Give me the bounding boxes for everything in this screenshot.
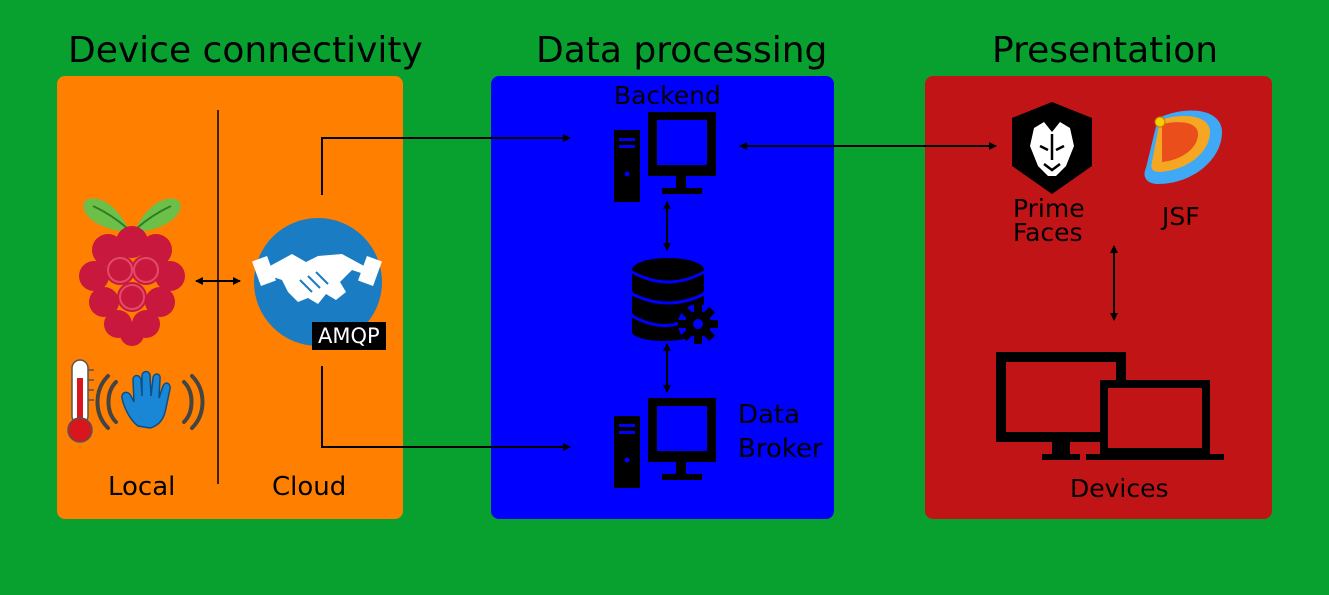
cloud-label: Cloud [272, 472, 347, 502]
amqp-badge: AMQP [312, 322, 386, 350]
cloud-to-backend-connector [321, 134, 571, 195]
jsf-logo-icon [1144, 110, 1222, 184]
backend-computer-icon [614, 112, 716, 202]
database-gear-icon [631, 258, 718, 344]
local-label: Local [108, 472, 176, 502]
handshake-icon [252, 218, 382, 346]
primefaces-logo-icon [1012, 102, 1092, 194]
thermometer-icon [67, 359, 94, 443]
primefaces-label-line1: Prime [1013, 194, 1085, 223]
broker-computer-icon [614, 398, 716, 488]
backend-label: Backend [614, 81, 721, 110]
data-processing-heading: Data processing [536, 30, 828, 71]
device-connectivity-heading: Device connectivity [68, 30, 423, 71]
devices-icon [996, 352, 1224, 460]
cloud-to-broker-connector [321, 366, 571, 451]
presentation-heading: Presentation [992, 30, 1219, 71]
wave-hand-sensor-icon [95, 370, 205, 430]
raspberry-pi-icon [79, 198, 185, 346]
jsf-label: JSF [1162, 202, 1200, 231]
devices-label: Devices [1070, 474, 1169, 503]
data-broker-label-line2: Broker [738, 434, 823, 464]
primefaces-label-line2: Faces [1013, 218, 1083, 247]
data-broker-label-line1: Data [738, 400, 801, 430]
